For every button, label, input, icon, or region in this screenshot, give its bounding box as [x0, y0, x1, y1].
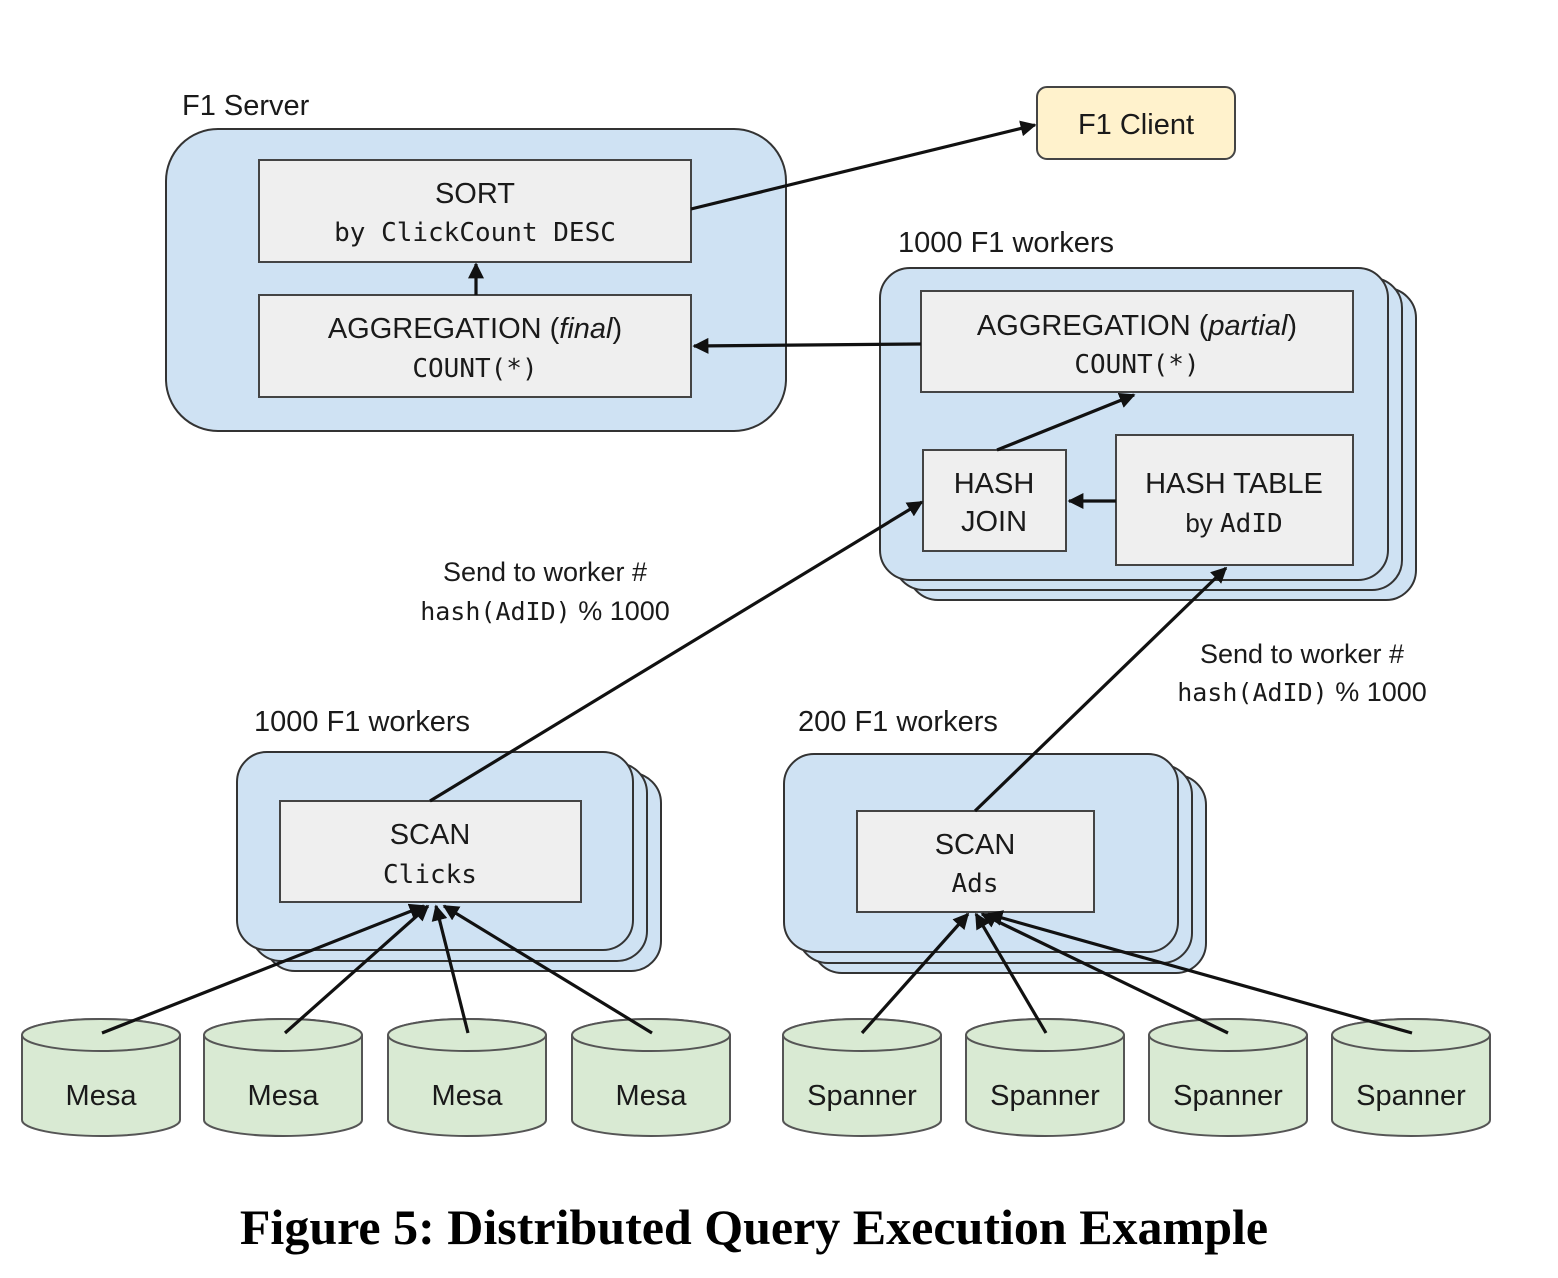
ads-workers-label: 200 F1 workers: [798, 706, 998, 738]
spanner-storage-3-label: Spanner: [1173, 1080, 1283, 1112]
edge-hash-join-to-agg-partial: [996, 392, 1136, 452]
edge-mesa-2-to-scan-clicks: [283, 904, 430, 1035]
edge-scan-clicks-to-hash-join: [429, 500, 924, 803]
spanner-storage-3-lid: [1148, 1018, 1308, 1052]
aggregation-final-detail: COUNT(*): [412, 354, 537, 384]
scan-ads-title: SCAN: [935, 829, 1016, 861]
mesa-storage-2-label: Mesa: [248, 1080, 320, 1112]
hash-table-operator: HASH TABLE by AdID: [1115, 434, 1354, 566]
scan-clicks-title: SCAN: [390, 819, 471, 851]
spanner-storage-4: Spanner: [1331, 1018, 1491, 1137]
sort-title: SORT: [435, 178, 515, 210]
aggregation-final-title: AGGREGATION (final): [328, 313, 622, 345]
hash-join-line1: HASH: [954, 468, 1035, 500]
spanner-storage-1-label: Spanner: [807, 1080, 917, 1112]
edge-mesa-1-to-scan-clicks: [101, 903, 426, 1035]
sort-box: [258, 159, 692, 263]
clicks-workers-label: 1000 F1 workers: [254, 706, 470, 738]
aggregation-final-operator: AGGREGATION (final) COUNT(*): [258, 294, 692, 398]
scan-clicks-box: [279, 800, 582, 903]
edge-mesa-3-to-scan-clicks: [431, 904, 470, 1034]
mesa-storage-1-lid: [21, 1018, 181, 1052]
scan-clicks-operator: SCAN Clicks: [279, 800, 582, 903]
f1-client-label: F1 Client: [1078, 109, 1194, 141]
aggregation-partial-box: [920, 290, 1354, 393]
figure-caption: Figure 5: Distributed Query Execution Ex…: [240, 1199, 1268, 1255]
mesa-storage-1: Mesa: [21, 1018, 181, 1137]
mesa-storage-1-label: Mesa: [66, 1080, 138, 1112]
spanner-storage-2-lid: [965, 1018, 1125, 1052]
aggregation-partial-title: AGGREGATION (partial): [977, 310, 1297, 342]
spanner-storage-2: Spanner: [965, 1018, 1125, 1137]
right-shuffle-label-line2: hash(AdID) % 1000: [1177, 677, 1427, 707]
aggregation-partial-operator: AGGREGATION (partial) COUNT(*): [920, 290, 1354, 393]
right-shuffle-label-line1: Send to worker #: [1200, 639, 1404, 669]
sort-operator: SORT by ClickCount DESC: [258, 159, 692, 263]
left-shuffle-label-line1: Send to worker #: [443, 557, 647, 587]
edge-spanner-3-to-scan-ads: [980, 912, 1229, 1035]
spanner-storage-3: Spanner: [1148, 1018, 1308, 1137]
edge-mesa-4-to-scan-clicks: [442, 904, 653, 1035]
f1-client-box: [1036, 86, 1236, 160]
spanner-storage-1-lid: [782, 1018, 942, 1052]
f1-server-label: F1 Server: [182, 90, 310, 122]
spanner-storage-4-lid: [1331, 1018, 1491, 1052]
hash-table-box: [1115, 434, 1354, 566]
mesa-storage-2: Mesa: [203, 1018, 363, 1137]
f1-client: F1 Client: [1036, 86, 1236, 160]
mesa-storage-4: Mesa: [571, 1018, 731, 1137]
edge-agg-partial-to-agg-final: [692, 337, 922, 354]
spanner-storage-4-label: Spanner: [1356, 1080, 1466, 1112]
mesa-storage-3-lid: [387, 1018, 547, 1052]
mesa-storage-4-lid: [571, 1018, 731, 1052]
scan-ads-detail: Ads: [952, 869, 999, 899]
mesa-storage-3: Mesa: [387, 1018, 547, 1137]
edge-spanner-2-to-scan-ads: [974, 912, 1048, 1034]
hash-join-box: [922, 449, 1067, 552]
hash-table-title: HASH TABLE: [1145, 468, 1323, 500]
edge-sort-to-client: [690, 120, 1037, 211]
hash-table-detail: by AdID: [1185, 508, 1282, 539]
edge-scan-ads-to-hash-table: [973, 566, 1228, 813]
scan-ads-operator: SCAN Ads: [856, 810, 1095, 913]
join-workers-label: 1000 F1 workers: [898, 227, 1114, 259]
edge-spanner-4-to-scan-ads: [986, 910, 1413, 1035]
edge-spanner-1-to-scan-ads: [860, 912, 970, 1035]
hash-join-line2: JOIN: [961, 506, 1027, 538]
left-shuffle-label-line2: hash(AdID) % 1000: [420, 596, 670, 626]
storage-edges: [101, 903, 1413, 1035]
spanner-storage-2-label: Spanner: [990, 1080, 1100, 1112]
mesa-storage-2-lid: [203, 1018, 363, 1052]
aggregation-partial-detail: COUNT(*): [1074, 350, 1199, 380]
mesa-storage-4-label: Mesa: [616, 1080, 688, 1112]
mesa-storage-3-label: Mesa: [432, 1080, 504, 1112]
scan-ads-box: [856, 810, 1095, 913]
sort-detail: by ClickCount DESC: [334, 218, 616, 248]
scan-clicks-detail: Clicks: [383, 860, 477, 890]
storage-layer: Mesa Mesa Mesa Mesa Spanner Spanner Spanner Spa…: [21, 1018, 1491, 1137]
hash-join-operator: HASH JOIN: [922, 449, 1067, 552]
spanner-storage-1: Spanner: [782, 1018, 942, 1137]
